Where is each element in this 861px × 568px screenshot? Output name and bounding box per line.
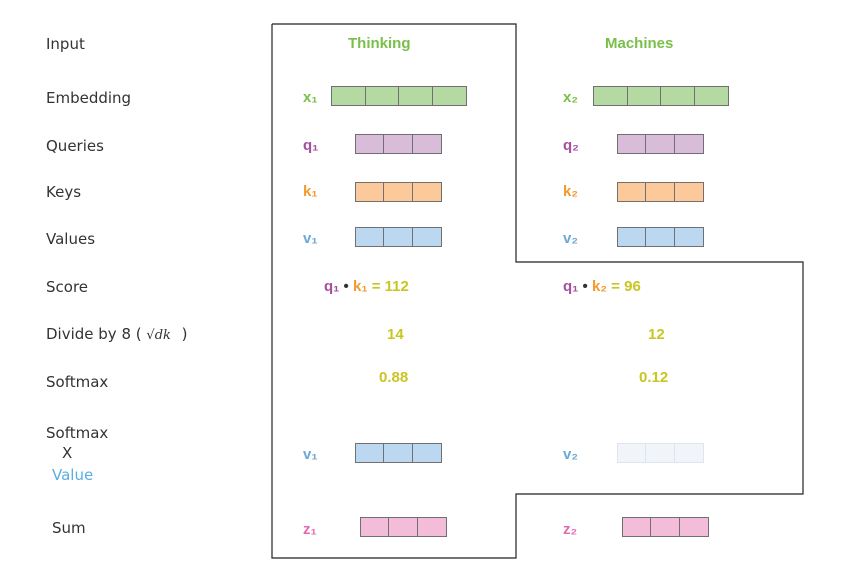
divide-prefix: Divide by 8 ( [46, 325, 142, 343]
vector-label-weighted-v2: v₂ [563, 446, 579, 463]
row-label-queries: Queries [46, 137, 104, 155]
vector-label-k1: k₁ [303, 183, 318, 200]
divided-score-1: 14 [387, 326, 404, 343]
key-vector-k1 [355, 182, 442, 202]
row-label-softmax-x-value-3: Value [52, 466, 94, 484]
score2-dot: • [582, 278, 588, 295]
vector-label-q1: q₁ [303, 137, 319, 154]
query-vector-q1 [355, 134, 442, 154]
vector-label-z2: z₂ [563, 521, 578, 538]
weighted-value-vector-v1 [355, 443, 442, 463]
vector-label-weighted-v1: v₁ [303, 446, 318, 463]
score-expression-2: q₁ • k₂ = 96 [563, 278, 641, 295]
softmax-value-2: 0.12 [639, 369, 669, 386]
score2-q: q₁ [563, 278, 579, 295]
row-label-values: Values [46, 230, 96, 248]
vector-label-z1: z₁ [303, 521, 317, 538]
row-label-input: Input [46, 35, 85, 53]
vector-label-q2: q₂ [563, 137, 579, 154]
value-vector-v1 [355, 227, 442, 247]
embedding-vector-x2 [593, 86, 729, 106]
query-vector-q2 [617, 134, 704, 154]
score2-k: k₂ [591, 278, 607, 295]
weighted-value-vector-v2 [617, 443, 704, 463]
score-expression-1: q₁ • k₁ = 112 [324, 278, 409, 295]
row-label-embedding: Embedding [46, 89, 132, 107]
outline-path [271, 23, 804, 559]
vector-label-k2: k₂ [563, 183, 579, 200]
score1-q: q₁ [324, 278, 340, 295]
row-label-keys: Keys [46, 183, 82, 201]
softmax-value-1: 0.88 [379, 369, 409, 386]
vector-label-x1: x₁ [303, 89, 318, 106]
row-label-divide: Divide by 8 ( √dk ) [46, 325, 188, 343]
value-vector-v2 [617, 227, 704, 247]
row-label-softmax-x-value-2: X [62, 444, 73, 462]
divided-score-2: 12 [648, 326, 665, 343]
divide-suffix: ) [181, 325, 188, 343]
key-vector-k2 [617, 182, 704, 202]
row-label-softmax: Softmax [46, 373, 109, 391]
sum-vector-z2 [622, 517, 709, 537]
column-header-machines: Machines [605, 35, 674, 52]
vector-label-x2: x₂ [563, 89, 579, 106]
row-label-softmax-x-value-1: Softmax [46, 424, 109, 442]
score1-result: = 112 [371, 278, 409, 295]
score1-dot: • [343, 278, 349, 295]
score1-k: k₁ [352, 278, 368, 295]
vector-label-v1: v₁ [303, 230, 318, 247]
embedding-vector-x1 [331, 86, 467, 106]
vector-label-v2: v₂ [563, 230, 579, 247]
row-label-score: Score [46, 278, 89, 296]
divide-math: √dk [146, 328, 171, 343]
column-header-thinking: Thinking [348, 35, 411, 52]
row-label-sum: Sum [52, 519, 86, 537]
score2-result: = 96 [611, 278, 641, 295]
sum-vector-z1 [360, 517, 447, 537]
